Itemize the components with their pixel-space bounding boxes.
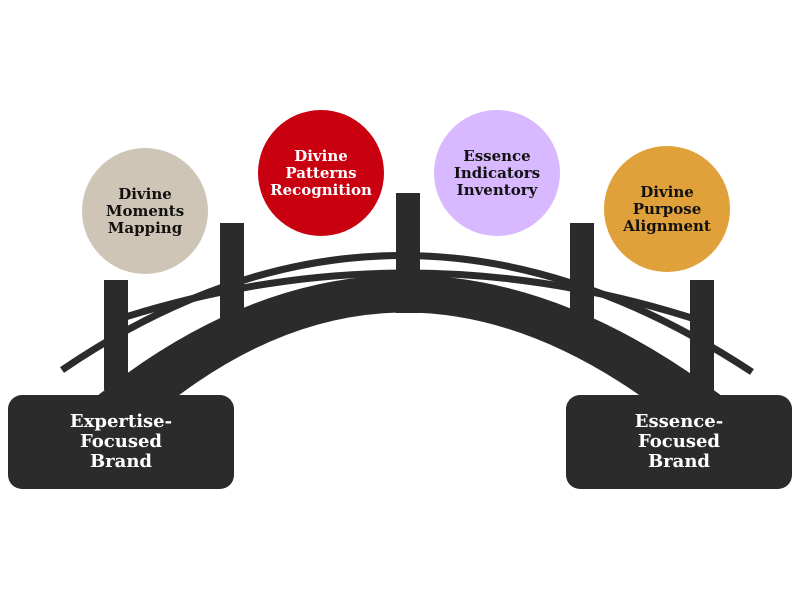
bridge-deck [80,275,740,410]
left-base-label: Expertise-Focused Brand [69,411,173,472]
circle-divine-purpose-alignment: Divine Purpose Alignment [604,146,730,272]
bridge-lower-rail [114,269,706,326]
right-base-box: Essence-Focused Brand [566,395,792,489]
bridge-handrail [60,252,754,375]
circle-divine-moments-mapping: Divine Moments Mapping [82,148,208,274]
right-base-label: Essence-Focused Brand [634,411,724,472]
left-base-box: Expertise-Focused Brand [8,395,234,489]
circle-divine-patterns-recognition: Divine Patterns Recognition [258,110,384,236]
circle-essence-indicators-inventory: Essence Indicators Inventory [434,110,560,236]
circle-label: Essence Indicators Inventory [453,146,541,199]
circle-label: Divine Moments Mapping [105,184,185,237]
circle-label: Divine Purpose Alignment [623,182,711,235]
circle-label: Divine Patterns Recognition [270,146,372,199]
